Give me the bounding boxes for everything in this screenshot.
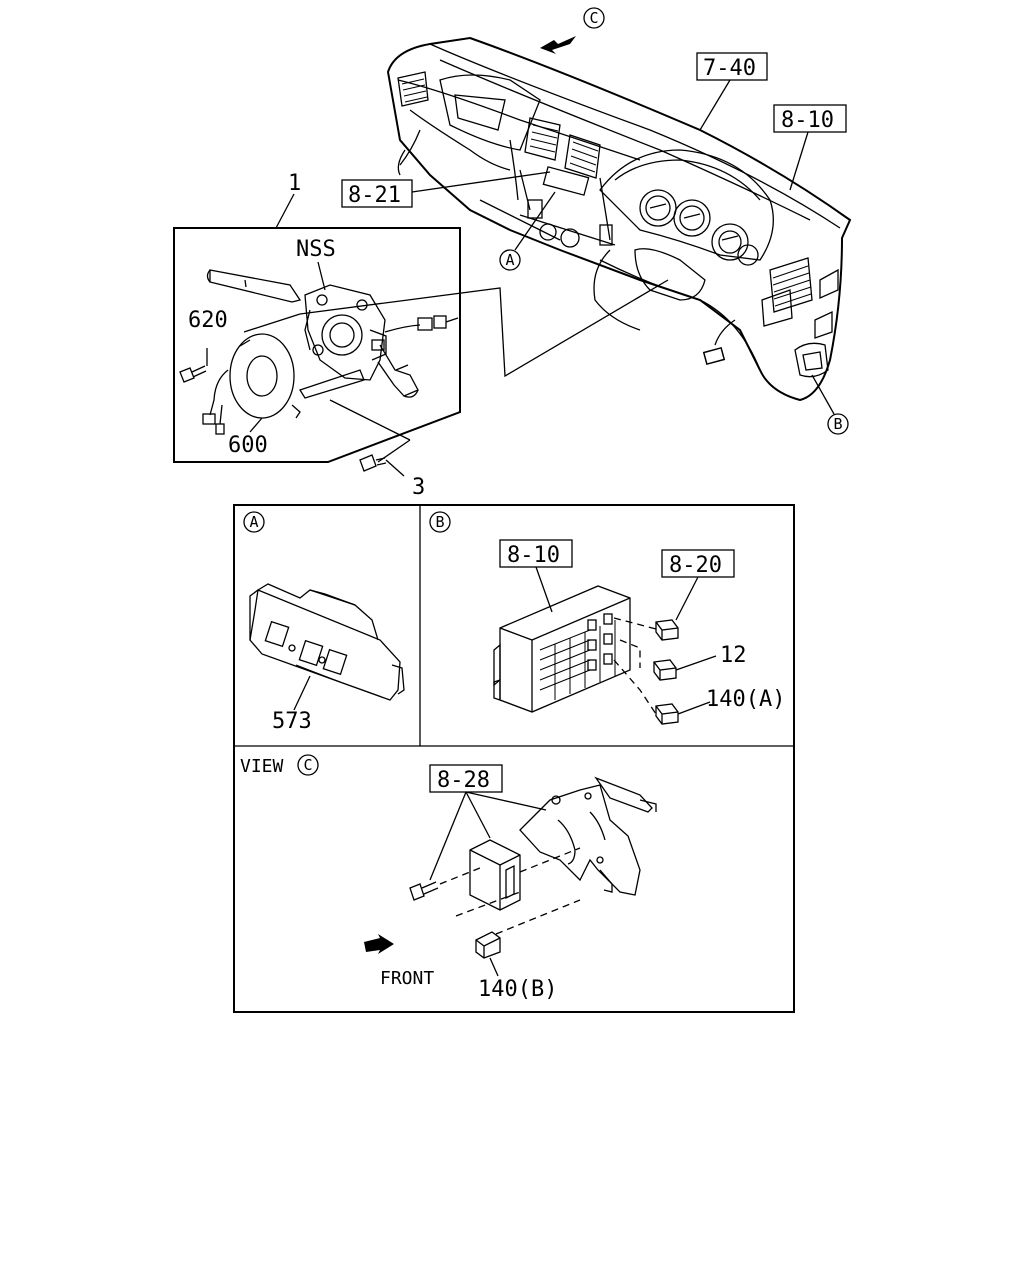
control-module [469, 839, 521, 911]
front-arrow-icon [364, 934, 394, 954]
svg-text:8-10: 8-10 [781, 108, 834, 133]
svg-text:573: 573 [272, 709, 312, 734]
svg-text:1: 1 [288, 171, 301, 196]
marker-a-top: A [499, 191, 556, 271]
svg-text:B: B [435, 513, 444, 531]
screw-3: 3 [359, 454, 425, 500]
view-c: VIEW C 8-28 [240, 754, 657, 1002]
callout-8-10-top: 8-10 [773, 104, 847, 191]
detail-panels [233, 504, 795, 1013]
svg-text:FRONT: FRONT [380, 968, 434, 989]
detail-b: B 8-10 8-20 [429, 511, 785, 725]
clock-spring [202, 333, 301, 435]
svg-text:A: A [505, 251, 514, 269]
svg-text:8-21: 8-21 [348, 183, 401, 208]
svg-text:8-20: 8-20 [669, 553, 722, 578]
svg-text:C: C [589, 9, 598, 27]
svg-text:7-40: 7-40 [703, 56, 756, 81]
dashboard-assembly [386, 36, 852, 402]
mounting-bracket [519, 776, 657, 896]
relay-12 [653, 659, 677, 681]
view-c-arrow [540, 36, 576, 54]
svg-text:140(A): 140(A) [706, 687, 785, 712]
svg-text:8-10: 8-10 [507, 543, 560, 568]
right-vent [761, 257, 813, 327]
instrument-gauges [639, 189, 759, 266]
svg-text:C: C [303, 756, 312, 774]
svg-text:620: 620 [188, 308, 228, 333]
marker-c-top: C [583, 7, 605, 29]
left-vent [397, 71, 429, 107]
svg-text:3: 3 [412, 475, 425, 500]
callout-8-21: 8-21 [341, 171, 551, 208]
svg-text:8-28: 8-28 [437, 768, 490, 793]
switch-body [304, 284, 387, 381]
arrow-icon [540, 36, 576, 54]
svg-text:NSS: NSS [296, 237, 336, 262]
svg-text:B: B [833, 415, 842, 433]
detail-a: A 573 [243, 511, 405, 734]
screw-620: 620 [179, 308, 228, 383]
combination-switch-group: 1 NSS [173, 171, 669, 463]
svg-text:600: 600 [228, 433, 268, 458]
lever-right [377, 344, 419, 398]
relay-8-20 [655, 619, 679, 641]
screw-8-28 [409, 881, 439, 901]
lever-left [206, 269, 302, 303]
fuse-box [493, 585, 631, 713]
relay-140a [655, 703, 679, 725]
svg-text:VIEW: VIEW [240, 756, 284, 777]
svg-text:140(B): 140(B) [478, 977, 557, 1002]
callout-7-40: 7-40 [696, 52, 768, 131]
svg-text:A: A [249, 513, 258, 531]
svg-text:12: 12 [720, 643, 747, 668]
center-vent [524, 117, 601, 179]
marker-b-top: B [811, 374, 849, 435]
relay-140b [475, 931, 501, 959]
